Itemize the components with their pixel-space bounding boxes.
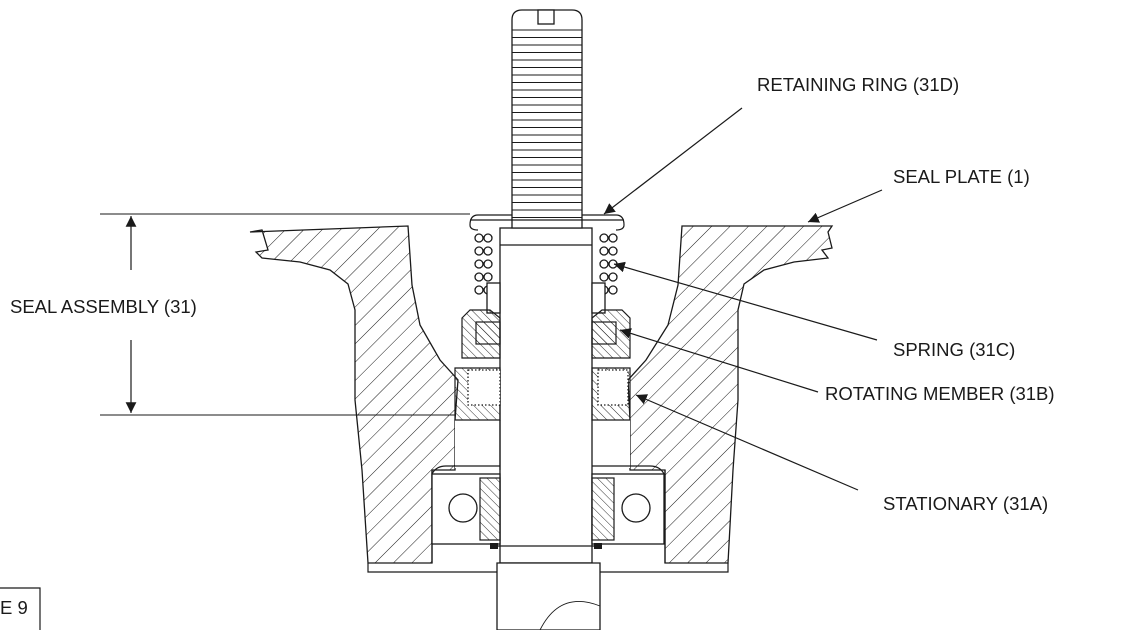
stationary-seat xyxy=(454,367,631,421)
spring-coil xyxy=(599,259,609,269)
label-seal-plate: SEAL PLATE (1) xyxy=(893,166,1030,187)
spring-coil xyxy=(608,272,618,282)
spring-coil xyxy=(608,233,618,243)
leader-lines xyxy=(603,107,883,491)
spring-coil xyxy=(474,259,484,269)
spring-coil xyxy=(483,259,493,269)
spring-coil xyxy=(599,246,609,256)
spring-coil xyxy=(599,233,609,243)
label-retaining-ring: RETAINING RING (31D) xyxy=(757,74,959,95)
spring-coil xyxy=(474,285,484,295)
threaded-stud xyxy=(511,9,583,229)
label-stationary: STATIONARY (31A) xyxy=(883,493,1048,514)
spring-coil xyxy=(483,246,493,256)
spring-coil xyxy=(608,246,618,256)
spring-coil xyxy=(599,272,609,282)
spring-coil xyxy=(483,233,493,243)
spring-coil xyxy=(608,285,618,295)
label-spring: SPRING (31C) xyxy=(893,339,1015,360)
label-seal-assembly: SEAL ASSEMBLY (31) xyxy=(10,296,197,317)
shaft xyxy=(496,227,601,630)
spring-coil xyxy=(474,272,484,282)
bearing xyxy=(431,465,665,549)
retaining-ring xyxy=(469,214,625,231)
spring-coil xyxy=(474,246,484,256)
figure-tag: E 9 xyxy=(0,587,41,630)
rotating-member xyxy=(461,282,631,359)
figure-tag-text: E 9 xyxy=(0,597,28,618)
seal-assembly-dimension xyxy=(100,213,470,416)
spring-coil xyxy=(474,233,484,243)
label-rotating-member: ROTATING MEMBER (31B) xyxy=(825,383,1055,404)
spring-coil xyxy=(483,272,493,282)
